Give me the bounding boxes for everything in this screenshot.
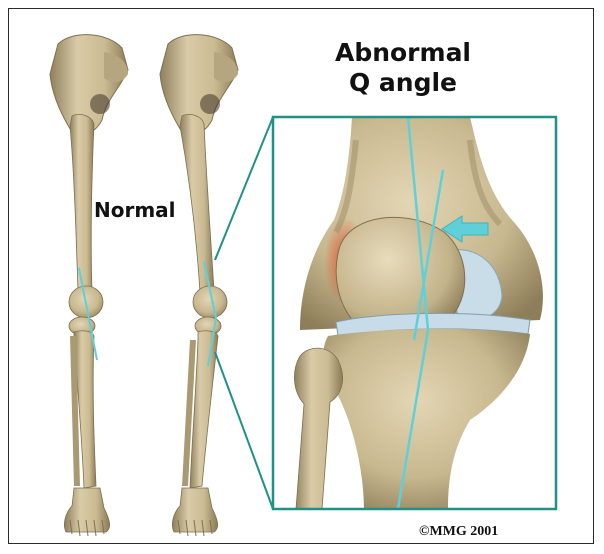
zoom-connector-top (215, 117, 273, 260)
zoomed-knee (273, 117, 556, 509)
copyright-text: ©MMG 2001 (419, 524, 498, 540)
title-line-1: Abnormal (318, 38, 488, 68)
zoom-connector-bottom (215, 352, 273, 509)
figure-title: Abnormal Q angle (318, 38, 488, 98)
normal-leg-skeleton (50, 35, 128, 536)
normal-label: Normal (94, 198, 176, 222)
title-line-2: Q angle (318, 68, 488, 98)
abnormal-leg-skeleton (160, 35, 238, 536)
